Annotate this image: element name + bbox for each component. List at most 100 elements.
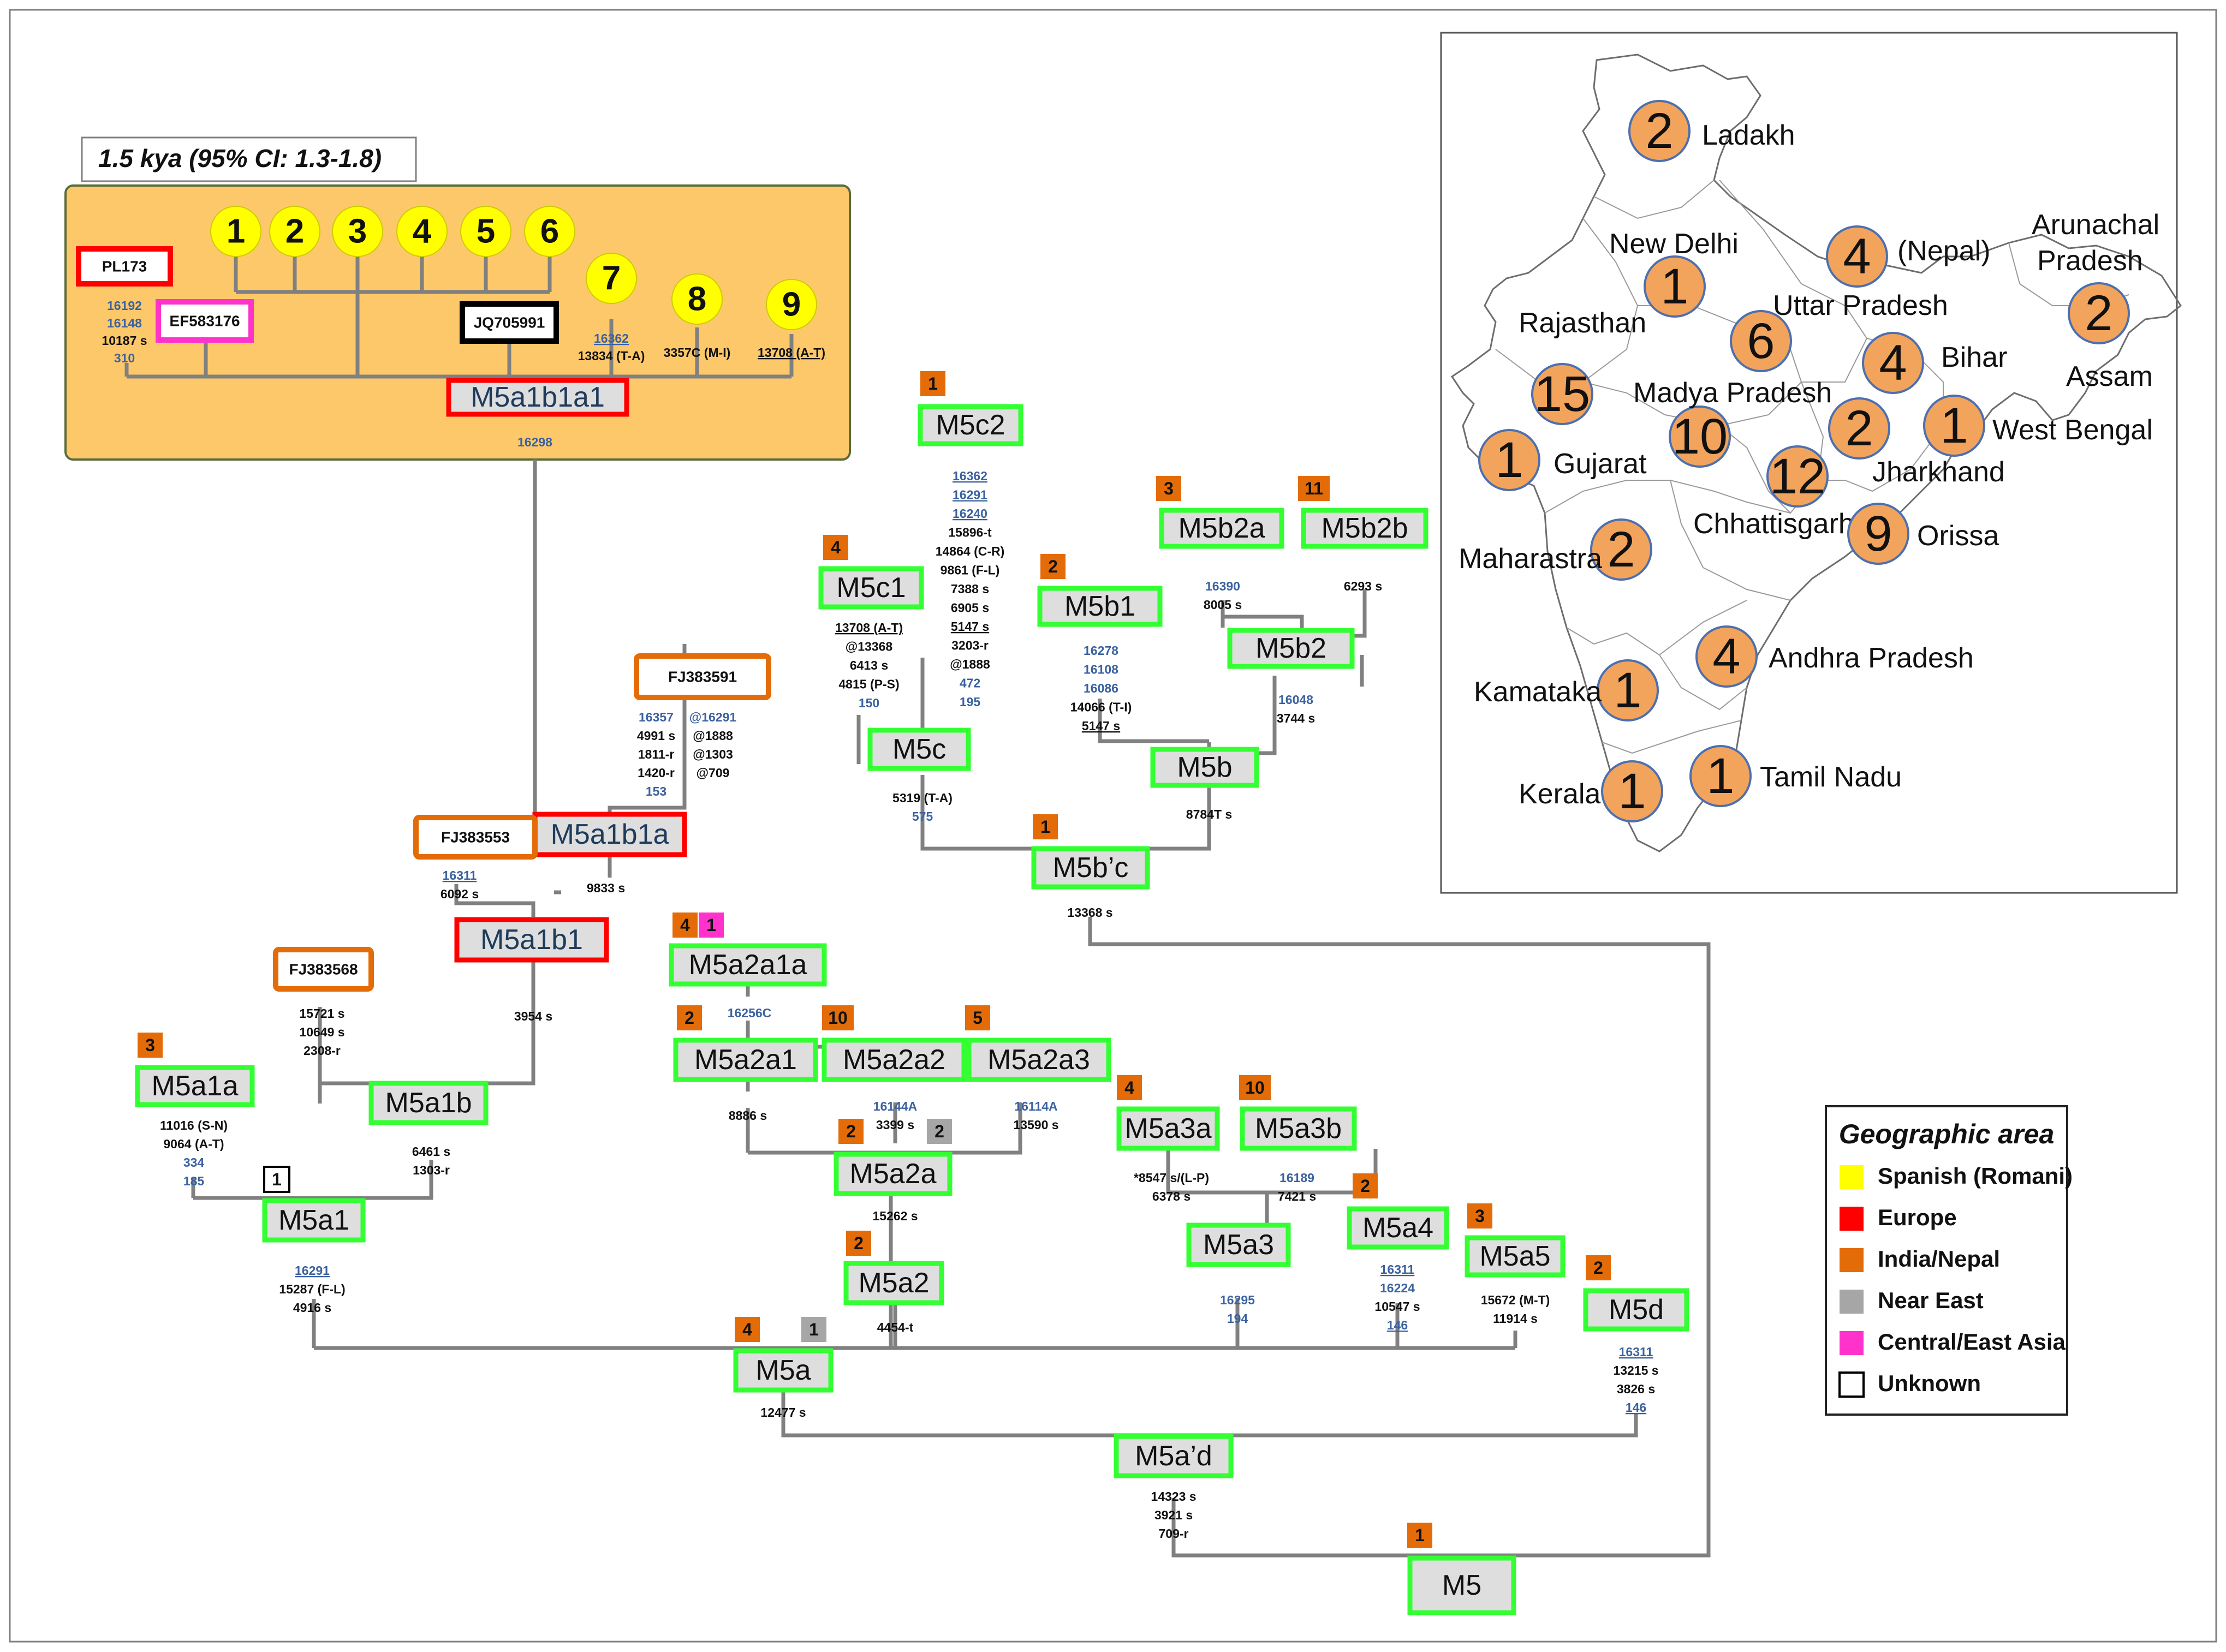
romani-sample-1[interactable]: 1	[210, 206, 261, 257]
node-M5a[interactable]: M5a	[733, 1348, 834, 1393]
legend-label: India/Nepal	[1878, 1246, 2000, 1272]
mutation: 4916 s	[293, 1301, 331, 1315]
region-label: Arunachal	[2032, 209, 2159, 241]
node-label: M5c	[892, 733, 946, 765]
node-M5a1b1a[interactable]: M5a1b1a	[532, 812, 687, 857]
region-count: 15	[1534, 366, 1590, 422]
mutation: 16311	[443, 868, 477, 882]
node-M5a2a3[interactable]: M5a2a3	[966, 1037, 1111, 1082]
region-count-circle	[1628, 100, 1691, 162]
sample-PL173[interactable]: PL173	[76, 246, 173, 287]
romani-sample-2[interactable]: 2	[269, 206, 320, 257]
node-M5a4[interactable]: M5a4	[1347, 1206, 1449, 1250]
node-label: M5a2a2	[843, 1044, 945, 1076]
region-label: Pradesh	[2037, 245, 2143, 277]
region-count: 1	[1660, 259, 1688, 314]
romani-sample-9[interactable]: 9	[766, 279, 817, 330]
count-M5a2a1a_asia: 1	[699, 913, 724, 938]
node-M5b[interactable]: M5b	[1150, 747, 1259, 788]
sample-FJ383591[interactable]: FJ383591	[634, 653, 771, 700]
node-M5c1[interactable]: M5c1	[818, 566, 924, 610]
romani-sample-6[interactable]: 6	[524, 206, 575, 257]
region-label: Orissa	[1917, 520, 1999, 552]
region-count-circle	[1695, 625, 1758, 688]
svg-text:9: 9	[782, 286, 801, 324]
romani-sample-7[interactable]: 7	[586, 253, 637, 304]
legend-item-unknown: Unknown	[1838, 1370, 1981, 1398]
mutation: 10649 s	[299, 1025, 344, 1039]
svg-text:4: 4	[742, 1320, 752, 1339]
mutation: 3826 s	[1617, 1382, 1655, 1396]
node-M5a2a1a[interactable]: M5a2a1a	[669, 943, 827, 987]
node-label: M5a1b1	[480, 924, 583, 956]
node-M5b2b[interactable]: M5b2b	[1301, 508, 1429, 549]
node-M5a3a[interactable]: M5a3a	[1116, 1106, 1220, 1151]
legend-title: Geographic area	[1839, 1119, 2055, 1149]
sample-label: FJ383591	[668, 669, 737, 685]
mutations-sample-9: 13708 (A-T)	[758, 345, 825, 360]
node-M5c[interactable]: M5c	[867, 727, 971, 771]
svg-text:JQ705991: JQ705991	[474, 314, 545, 331]
node-M5a3[interactable]: M5a3	[1186, 1222, 1291, 1267]
legend-swatch	[1840, 1290, 1864, 1314]
node-M5a1b1[interactable]: M5a1b1	[454, 917, 609, 963]
node-M5bc[interactable]: M5b’c	[1031, 846, 1150, 890]
node-M5a1b[interactable]: M5a1b	[368, 1081, 489, 1125]
mutation: 16240	[953, 506, 987, 521]
legend-item-near-east: Near East	[1840, 1287, 1984, 1314]
mutation: 16298	[517, 435, 552, 449]
sample-EF583176[interactable]: EF583176	[156, 299, 254, 343]
node-M5a1b1a1[interactable]: M5a1b1a1	[446, 378, 629, 417]
mutation: @1888	[950, 657, 990, 671]
count-M5a4: 2	[1353, 1173, 1378, 1198]
sample-JQ705991[interactable]: JQ705991	[460, 301, 559, 344]
region-label: West Bengal	[1992, 414, 2153, 446]
romani-sample-8[interactable]: 8	[671, 273, 723, 325]
node-M5b1[interactable]: M5b1	[1037, 586, 1163, 627]
node-label: M5b1	[1064, 591, 1135, 622]
svg-text:4: 4	[680, 915, 690, 935]
mutation: 4815 (P-S)	[838, 677, 899, 691]
count-M5d: 2	[1586, 1255, 1611, 1280]
node-M5a5[interactable]: M5a5	[1465, 1235, 1566, 1278]
node-M5b2[interactable]: M5b2	[1227, 628, 1355, 669]
mutations-M5b2b: 6293 s	[1344, 579, 1382, 593]
node-M5a3b[interactable]: M5a3b	[1240, 1106, 1357, 1151]
mutations-M5a2: 4454-t	[877, 1320, 914, 1334]
sample-FJ383568[interactable]: FJ383568	[273, 947, 374, 992]
count-M5a2a_india: 2	[838, 1119, 864, 1144]
node-M5d[interactable]: M5d	[1583, 1288, 1689, 1332]
node-M5a1[interactable]: M5a1	[262, 1198, 366, 1243]
region-label: Bihar	[1941, 342, 2007, 373]
romani-sample-3[interactable]: 3	[332, 206, 383, 257]
svg-text:1: 1	[928, 374, 938, 393]
node-M5c2[interactable]: M5c2	[918, 404, 1023, 446]
mutation: 194	[1227, 1311, 1248, 1326]
mutation: 8005 s	[1204, 598, 1242, 612]
node-M5a2a2[interactable]: M5a2a2	[822, 1037, 967, 1082]
node-M5ad[interactable]: M5a’d	[1114, 1434, 1234, 1478]
mutation: @16291	[689, 710, 737, 724]
mutation: @1888	[693, 729, 733, 743]
romani-sample-5[interactable]: 5	[460, 206, 511, 257]
romani-sample-4[interactable]: 4	[396, 206, 448, 257]
node-M5a2[interactable]: M5a2	[843, 1261, 944, 1305]
count-M5a1a: 3	[138, 1033, 163, 1058]
legend-label: Spanish (Romani)	[1878, 1163, 2073, 1189]
region-count-circle	[1597, 659, 1659, 721]
node-M5a2a[interactable]: M5a2a	[834, 1152, 953, 1196]
node-M5[interactable]: M5	[1407, 1555, 1516, 1615]
svg-text:4: 4	[1124, 1078, 1134, 1098]
node-M5a1a[interactable]: M5a1a	[135, 1065, 255, 1107]
node-M5b2a[interactable]: M5b2a	[1159, 508, 1284, 549]
sample-FJ383553[interactable]: FJ383553	[413, 815, 538, 860]
node-M5a2a1[interactable]: M5a2a1	[673, 1037, 818, 1082]
